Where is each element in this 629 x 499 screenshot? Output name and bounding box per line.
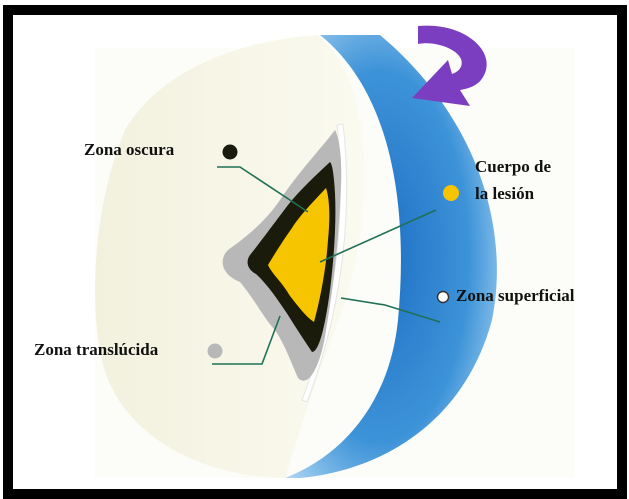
lesion-body-marker-icon (443, 185, 459, 201)
label-surface-zone: Zona superficial (456, 286, 575, 306)
dark-zone-marker-icon (223, 145, 238, 160)
label-translucent-zone: Zona translúcida (34, 340, 158, 360)
label-lesion-body-line2: la lesión (475, 184, 534, 204)
label-dark-zone: Zona oscura (84, 140, 174, 160)
label-lesion-body-line1: Cuerpo de (475, 157, 551, 177)
surface-zone-marker-icon (438, 292, 449, 303)
translucent-zone-marker-icon (208, 344, 223, 359)
